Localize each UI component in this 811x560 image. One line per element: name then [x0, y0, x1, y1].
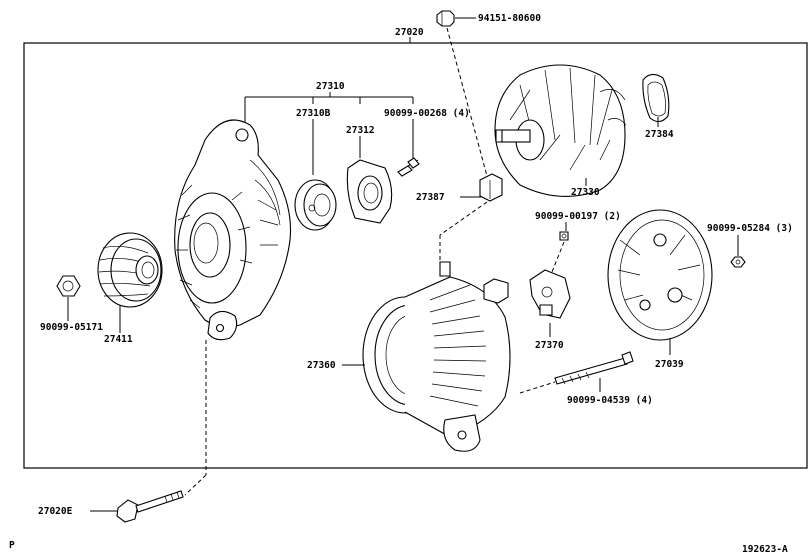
part-through-bolt: 90099-04539 (4): [554, 351, 653, 406]
part-stator-frame: 27360: [307, 261, 556, 452]
label-rectifier-group: 27310: [316, 81, 345, 92]
label-stator-frame: 27360: [307, 360, 336, 371]
part-brush-holder: 27387: [416, 173, 503, 265]
label-assembly: 27020: [395, 27, 424, 38]
part-small-screw: [397, 157, 420, 177]
label-bearing-sub: 27310B: [296, 108, 331, 119]
label-rear-cover: 27039: [655, 359, 684, 370]
label-pulley: 27411: [104, 334, 133, 345]
label-regulator: 27370: [535, 340, 564, 351]
footer-figure-number: 192623-A: [742, 544, 788, 555]
label-retainer: 27312: [346, 125, 375, 136]
assembly-frame: [23, 42, 808, 469]
label-rear-cover-nut: 90099-05284 (3): [707, 223, 793, 234]
label-rotor-shield: 27384: [645, 129, 674, 140]
label-brush-screw: 90099-00197 (2): [535, 211, 621, 222]
part-brush-screw: 90099-00197 (2): [535, 211, 621, 273]
part-rear-cover: 27039: [607, 209, 713, 370]
part-rotor-shield: 27384: [642, 73, 674, 140]
part-drive-end-frame: [174, 119, 292, 341]
footer-left-mark: P: [9, 540, 15, 551]
part-bearing: [294, 179, 337, 231]
part-rotor: 27330: [494, 64, 627, 198]
part-terminal-bolt: 27020E: [38, 340, 207, 523]
label-brush-holder: 27387: [416, 192, 445, 203]
label-pulley-nut: 90099-05171: [40, 322, 103, 333]
part-retainer: [346, 159, 393, 224]
part-regulator: 27370: [529, 269, 571, 351]
label-rotor: 27330: [571, 187, 600, 198]
label-top-nut: 94151-80600: [478, 13, 541, 24]
group-bracket-27310: 27310 27310B 90099-00268 (4) 27312: [244, 81, 470, 175]
label-terminal-bolt: 27020E: [38, 506, 73, 517]
part-pulley: 27411: [97, 232, 163, 345]
label-small-screw: 90099-00268 (4): [384, 108, 470, 119]
part-pulley-nut: 90099-05171: [40, 275, 103, 333]
label-through-bolt: 90099-04539 (4): [567, 395, 653, 406]
part-top-nut: 94151-80600: [436, 10, 541, 177]
part-rear-cover-nut: 90099-05284 (3): [707, 223, 793, 268]
